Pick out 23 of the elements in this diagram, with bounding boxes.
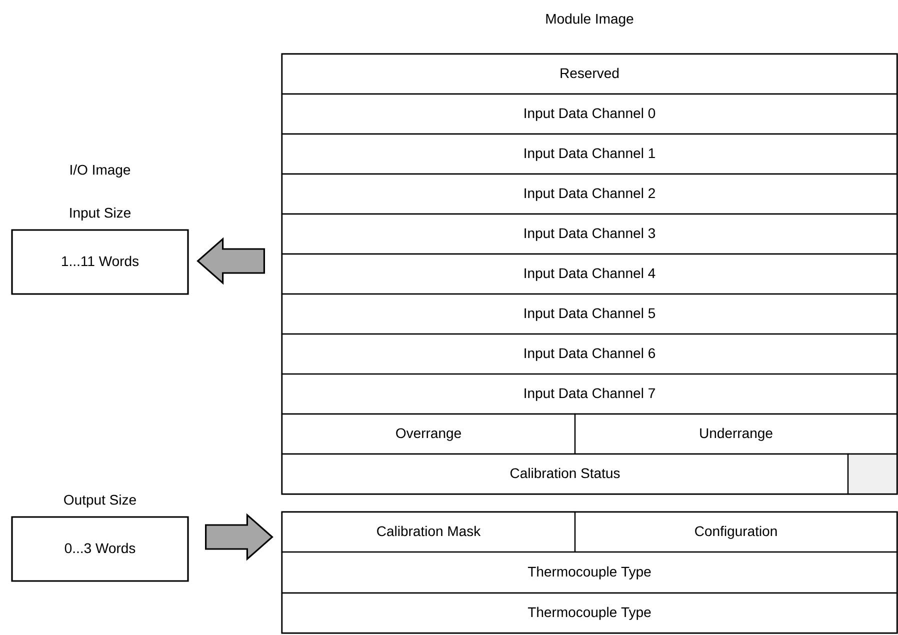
table-cell: Input Data Channel 1 [281,133,898,175]
table-cell: Input Data Channel 2 [281,173,898,215]
table-cell: Input Data Channel 3 [281,213,898,255]
table-cell: Input Data Channel 6 [281,333,898,375]
size-box: 1...11 Words [11,229,189,295]
section-heading: I/O Image [70,164,130,178]
box-heading: Output Size [64,494,136,508]
table-cell: Thermocouple Type [281,592,898,634]
block-arrow [205,513,274,561]
box-heading: Input Size [70,207,130,221]
size-box: 0...3 Words [11,516,189,582]
table-cell: Configuration [574,511,898,553]
block-arrow [196,237,265,285]
table-cell: Reserved [281,53,898,95]
table-cell: Overrange [281,413,576,455]
table-cell: Input Data Channel 0 [281,93,898,135]
table-heading: Module Image [546,13,634,27]
table-cell: Input Data Channel 4 [281,253,898,295]
blank-cell [847,453,898,495]
table-cell: Calibration Status [281,453,849,495]
table-cell: Underrange [574,413,898,455]
table-cell: Calibration Mask [281,511,576,553]
table-cell: Input Data Channel 5 [281,293,898,335]
